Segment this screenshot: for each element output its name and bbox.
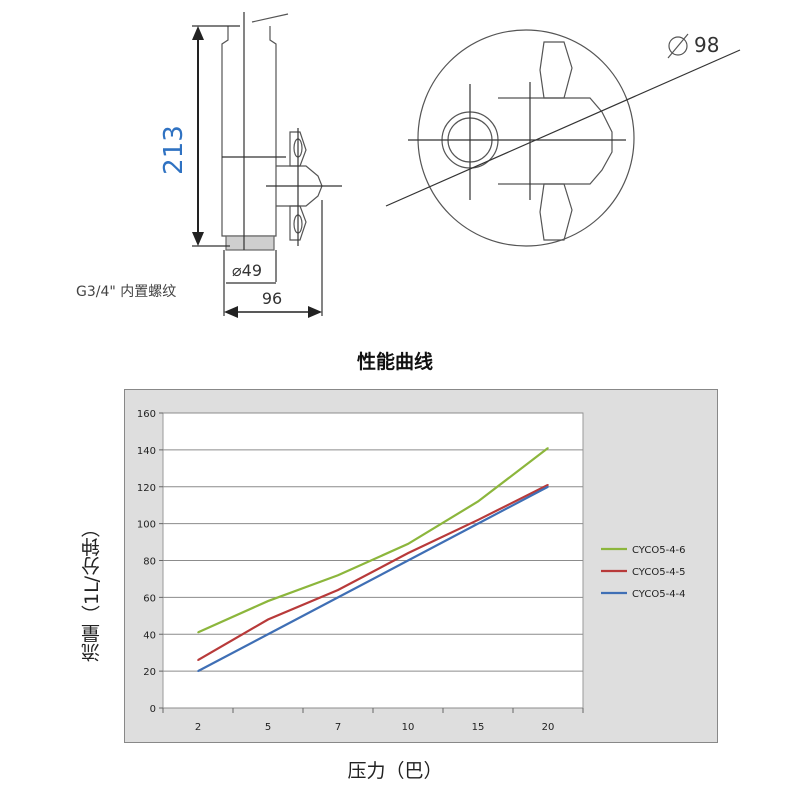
data-point (407, 559, 409, 562)
thread-note: G3/4" 内置螺纹 (76, 284, 176, 300)
series-line-2 (197, 483, 549, 662)
data-point (477, 500, 479, 503)
y-axis-label: 流量（1L/分钟） (81, 518, 103, 662)
legend-label: CYCO5-4-5 (632, 567, 686, 578)
series-line-1 (197, 447, 549, 634)
data-point (547, 484, 549, 486)
y-tick-label: 140 (137, 446, 156, 457)
data-point (407, 543, 409, 545)
data-point (197, 631, 199, 634)
y-tick-label: 160 (137, 409, 156, 420)
y-tick-label: 20 (143, 667, 156, 678)
dim-height-label: 213 (159, 125, 189, 175)
dim-inner-diameter-label: ⌀49 (232, 261, 262, 280)
chart-title: 性能曲线 (356, 351, 433, 373)
y-tick-label: 60 (143, 593, 156, 604)
x-axis-label: 压力（巴） (347, 760, 443, 782)
data-point (547, 485, 549, 488)
data-point (337, 574, 339, 577)
data-point (477, 522, 479, 525)
x-tick-label: 7 (335, 722, 341, 733)
x-tick-label: 20 (542, 722, 555, 733)
dim-outer-diameter-label: 98 (694, 33, 719, 57)
x-tick-label: 2 (195, 722, 201, 733)
y-tick-label: 40 (143, 630, 156, 641)
legend-label: CYCO5-4-4 (632, 589, 686, 600)
data-point (267, 633, 269, 636)
data-point (267, 600, 269, 602)
y-tick-label: 120 (137, 483, 156, 494)
data-point (267, 618, 269, 621)
x-tick-label: 15 (472, 722, 485, 733)
y-tick-label: 100 (137, 520, 156, 531)
x-tick-label: 5 (265, 722, 271, 733)
data-point (337, 596, 339, 599)
data-point (197, 659, 199, 661)
data-point (477, 519, 479, 521)
technical-drawing: 213 ⌀49 96 G3/4" 内置螺纹 98 (76, 12, 741, 318)
x-tick-label: 10 (402, 722, 415, 733)
data-point (407, 552, 409, 554)
data-point (547, 447, 549, 449)
dim-width-label: 96 (262, 289, 282, 308)
data-point (197, 670, 199, 672)
y-tick-label: 0 (150, 704, 156, 715)
data-point (337, 589, 339, 591)
y-tick-label: 80 (143, 557, 156, 568)
series-line-3 (197, 485, 549, 673)
legend-label: CYCO5-4-6 (632, 545, 686, 556)
